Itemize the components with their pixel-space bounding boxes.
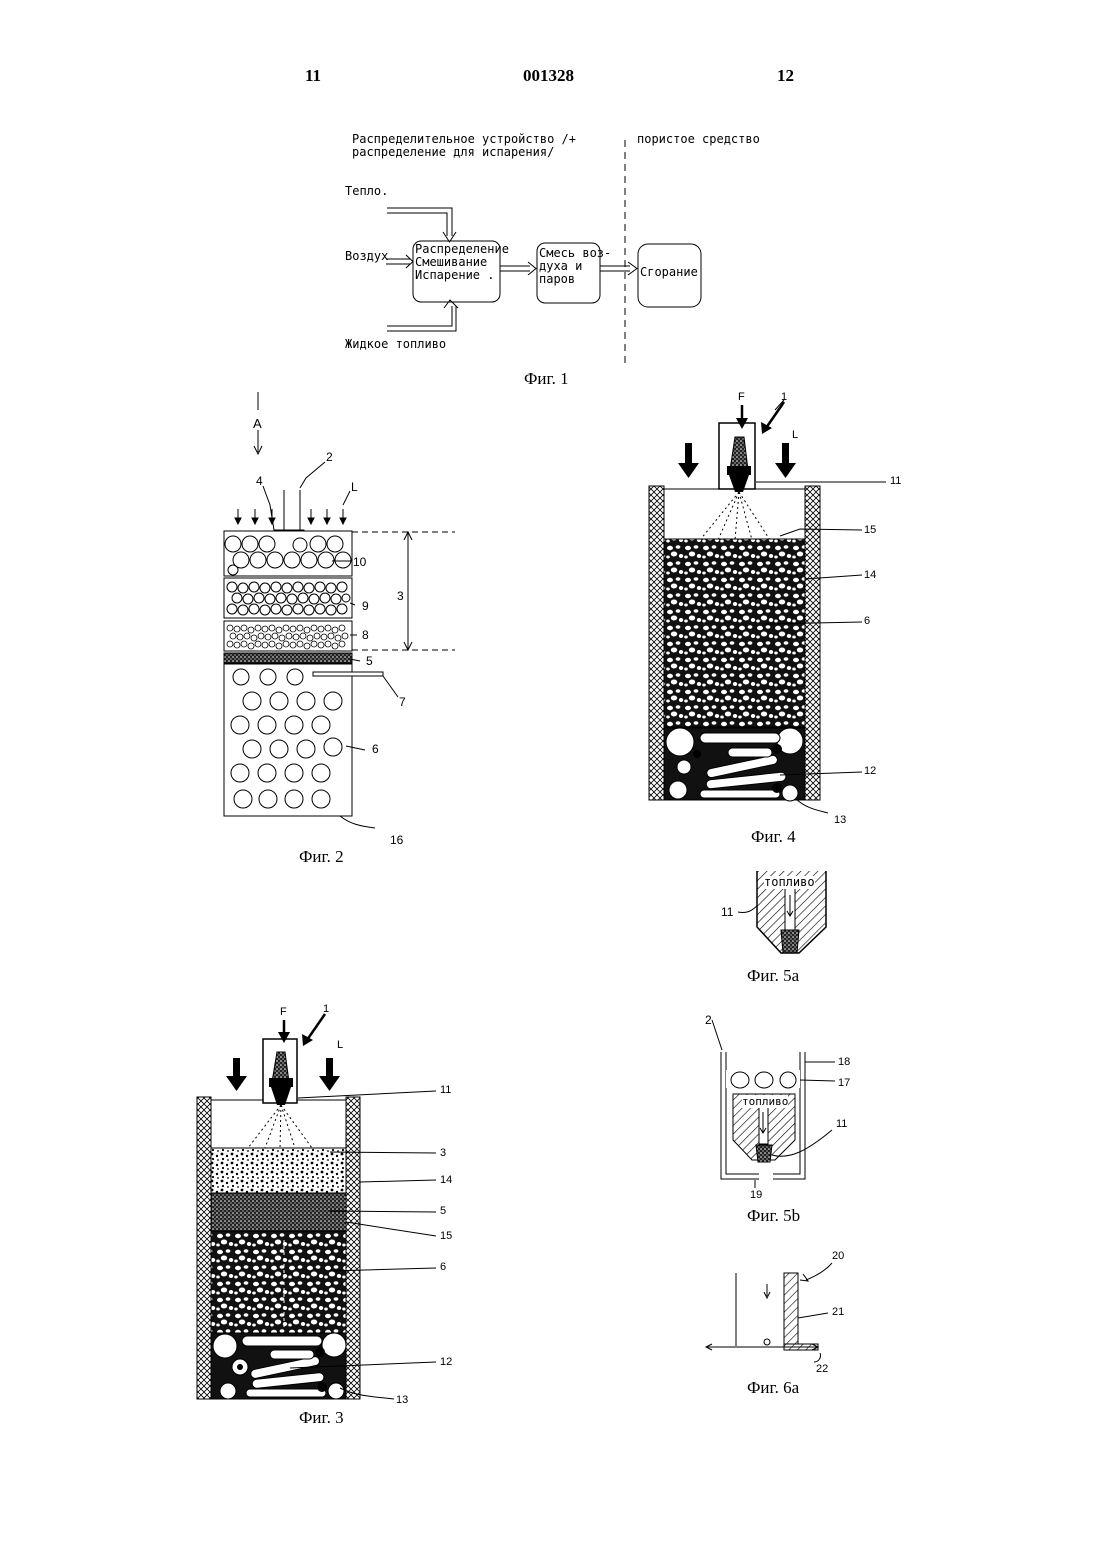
fig3-drawing [0,0,1100,1450]
fig3-label-6: 6 [440,1261,446,1273]
fig3-label-11: 11 [440,1084,451,1096]
fig3-label-1: 1 [323,1003,329,1015]
fig3-label-5: 5 [440,1205,446,1217]
fig3-label-f: F [280,1006,287,1018]
fig3-label-14: 14 [440,1174,452,1186]
fig3-label-l: L [337,1039,343,1051]
fig3-label-13: 13 [396,1394,408,1406]
fig3-label-12: 12 [440,1356,452,1368]
fig3-label-3: 3 [440,1147,446,1159]
fig3-label-15: 15 [440,1230,452,1242]
fig3-caption: Фиг. 3 [299,1408,344,1428]
